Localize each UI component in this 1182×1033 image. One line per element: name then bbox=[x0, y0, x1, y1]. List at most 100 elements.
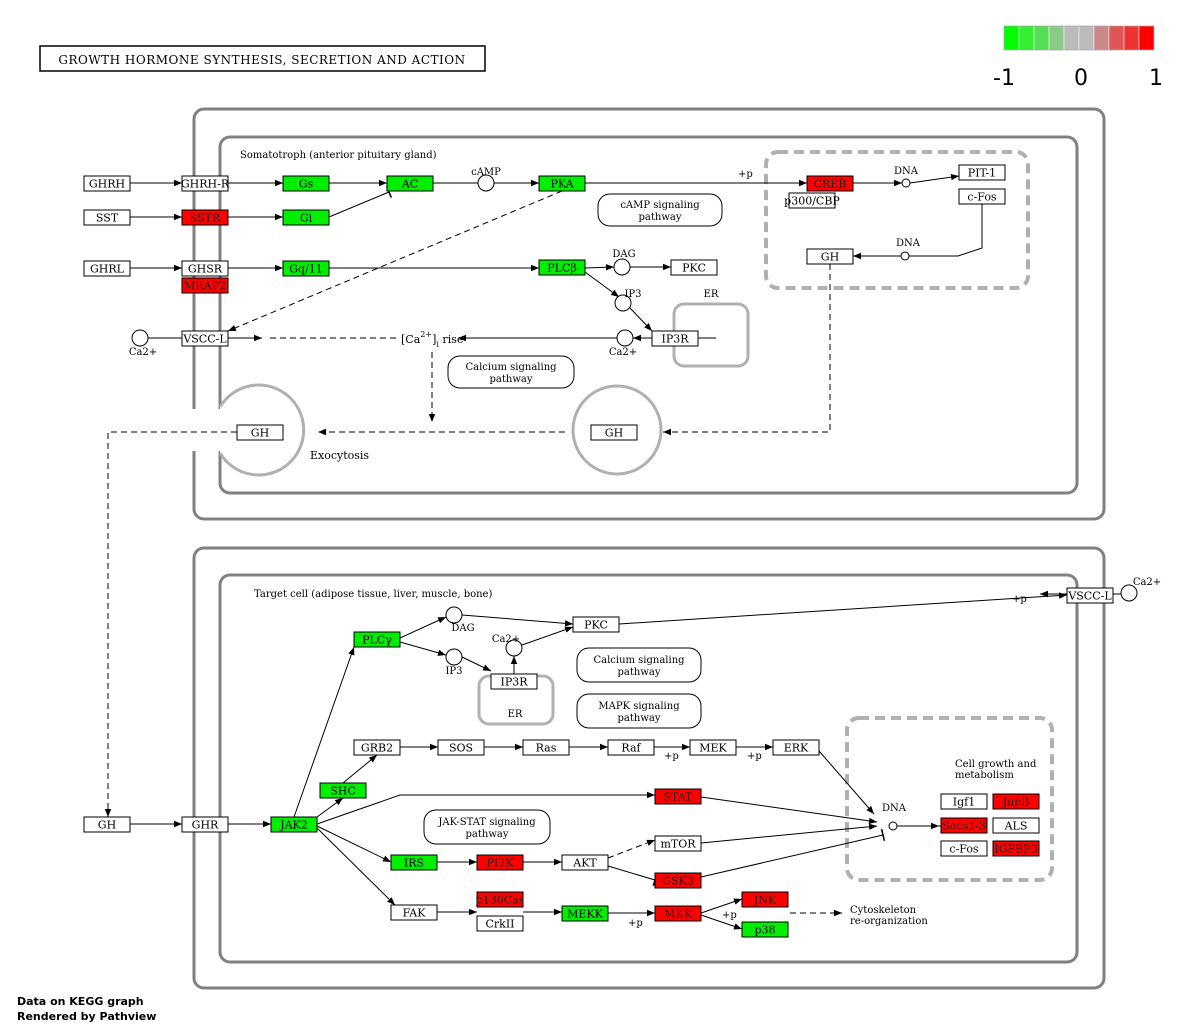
gene-node-ras[interactable]: Ras bbox=[522, 739, 570, 756]
gene-label: Gs bbox=[299, 178, 314, 191]
cytoskeleton-label-2: re-organization bbox=[850, 916, 928, 927]
gene-node-gs[interactable]: Gs bbox=[282, 175, 330, 192]
gene-node-creb[interactable]: CREB bbox=[806, 175, 854, 192]
gene-node-mek[interactable]: MEK bbox=[689, 739, 737, 756]
compound-ca3: Ca2+ bbox=[492, 634, 523, 657]
gene-box bbox=[522, 739, 570, 756]
gene-box bbox=[992, 817, 1040, 834]
gene-node-p38[interactable]: p38 bbox=[741, 921, 789, 938]
gene-node-fak[interactable]: FAK bbox=[390, 904, 438, 921]
gene-node-gi[interactable]: Gi bbox=[282, 209, 330, 226]
gene-node-ip3r2[interactable]: IP3R bbox=[490, 673, 538, 690]
gene-label: p300/CBP bbox=[784, 195, 840, 208]
gene-node-mekk[interactable]: MEKK bbox=[561, 905, 609, 922]
gene-label: Igf1 bbox=[953, 796, 975, 809]
gene-label: Socs1-3 bbox=[942, 820, 986, 833]
gene-node-jak2[interactable]: JAK2 bbox=[270, 816, 318, 833]
gene-node-ac[interactable]: AC bbox=[386, 175, 434, 192]
gene-node-sos[interactable]: SOS bbox=[437, 739, 485, 756]
membrane-gap bbox=[191, 409, 223, 451]
gene-node-crkii[interactable]: CrkII bbox=[476, 915, 524, 932]
edge bbox=[584, 271, 620, 298]
gene-node-pkc1[interactable]: PKC bbox=[670, 259, 718, 276]
edge bbox=[700, 834, 884, 878]
gene-node-als[interactable]: ALS bbox=[992, 817, 1040, 834]
gene-node-ghrh[interactable]: GHRH bbox=[83, 175, 131, 192]
ca-rise-label: [Ca2+]i rise bbox=[401, 330, 463, 349]
gene-node-vscc2[interactable]: VSCC-L bbox=[1066, 587, 1114, 604]
gene-node-gsk3[interactable]: GSK3 bbox=[654, 872, 702, 889]
compound-circle bbox=[888, 821, 898, 831]
gene-node-ghr[interactable]: GHR bbox=[181, 816, 229, 833]
gene-label: PIT-1 bbox=[968, 167, 996, 180]
gene-box bbox=[806, 248, 854, 265]
gene-node-stat[interactable]: STAT bbox=[654, 788, 702, 805]
legend-swatch bbox=[1033, 25, 1050, 51]
gene-node-cfos1[interactable]: c-Fos bbox=[958, 188, 1006, 205]
gene-node-ghrhr[interactable]: GHRH-R bbox=[181, 175, 230, 192]
gene-node-ghsr[interactable]: GHSR bbox=[181, 260, 229, 277]
cell-growth-label-2: metabolism bbox=[955, 770, 1014, 781]
gene-node-gh_in[interactable]: GH bbox=[83, 816, 131, 833]
compound-circle bbox=[445, 606, 463, 624]
gene-node-plcb[interactable]: PLCβ bbox=[538, 259, 586, 276]
gene-box bbox=[572, 616, 620, 633]
edge bbox=[629, 307, 653, 332]
gene-node-pi3k[interactable]: PI3K bbox=[476, 854, 524, 871]
target-outer-frame bbox=[192, 546, 1106, 990]
gene-node-pit1[interactable]: PIT-1 bbox=[958, 164, 1006, 181]
map-label-line2: pathway bbox=[466, 829, 509, 840]
gene-node-socs[interactable]: Socs1-3 bbox=[940, 817, 988, 834]
compound-label: DNA bbox=[896, 238, 921, 249]
gene-node-erk[interactable]: ERK bbox=[772, 739, 820, 756]
gene-node-p130[interactable]: p130Cas bbox=[476, 891, 525, 908]
gene-node-gh_top[interactable]: GH bbox=[806, 248, 854, 265]
gene-node-mtor[interactable]: mTOR bbox=[654, 835, 702, 852]
compound-circle bbox=[613, 258, 631, 276]
legend-swatch bbox=[1003, 25, 1020, 51]
gene-box bbox=[654, 905, 702, 922]
gene-node-mkk[interactable]: MKK bbox=[654, 905, 702, 922]
gene-node-ip3r1[interactable]: IP3R bbox=[651, 330, 699, 347]
edge bbox=[104, 431, 237, 817]
gene-node-gh_exo[interactable]: GH bbox=[236, 424, 284, 441]
gene-node-cfos2[interactable]: c-Fos bbox=[940, 840, 988, 857]
compound-ip3_2: IP3 bbox=[445, 648, 463, 677]
gene-node-vscc1[interactable]: VSCC-L bbox=[181, 330, 229, 347]
gene-node-raf[interactable]: Raf bbox=[607, 739, 655, 756]
gene-node-junb[interactable]: JunB bbox=[992, 793, 1040, 810]
gene-node-p300[interactable]: p300/CBP bbox=[784, 192, 840, 209]
gene-node-mrap2[interactable]: MRAP2 bbox=[181, 277, 229, 294]
gene-node-pkc2[interactable]: PKC bbox=[572, 616, 620, 633]
gene-node-jnk[interactable]: JNK bbox=[741, 891, 789, 908]
gene-box bbox=[651, 330, 699, 347]
gene-node-akt[interactable]: AKT bbox=[561, 854, 609, 871]
gene-box bbox=[282, 175, 330, 192]
gene-node-irs[interactable]: IRS bbox=[390, 854, 438, 871]
gene-node-igf1[interactable]: Igf1 bbox=[940, 793, 988, 810]
gene-node-shc[interactable]: SHC bbox=[319, 782, 367, 799]
gene-label: PKA bbox=[550, 178, 574, 191]
gene-box bbox=[476, 854, 524, 871]
gene-node-igfbp3[interactable]: IGFBP3 bbox=[992, 840, 1040, 857]
edge bbox=[607, 839, 656, 859]
legend-border bbox=[1003, 25, 1155, 51]
gene-node-sstr[interactable]: SSTR bbox=[181, 209, 229, 226]
map-box bbox=[597, 193, 723, 227]
gene-node-gq[interactable]: Gq/11 bbox=[282, 260, 330, 277]
gene-box bbox=[538, 175, 586, 192]
gene-box bbox=[538, 259, 586, 276]
gene-node-sst[interactable]: SST bbox=[83, 209, 131, 226]
gene-node-ghrl[interactable]: GHRL bbox=[83, 260, 131, 277]
gene-node-grb2[interactable]: GRB2 bbox=[353, 739, 401, 756]
gene-node-gh_ves[interactable]: GH bbox=[590, 424, 638, 441]
gene-node-plcg[interactable]: PLCγ bbox=[353, 631, 401, 648]
nucleus-somatotroph bbox=[764, 150, 1030, 290]
gene-node-pka[interactable]: PKA bbox=[538, 175, 586, 192]
phospho-label: +p bbox=[628, 918, 643, 929]
